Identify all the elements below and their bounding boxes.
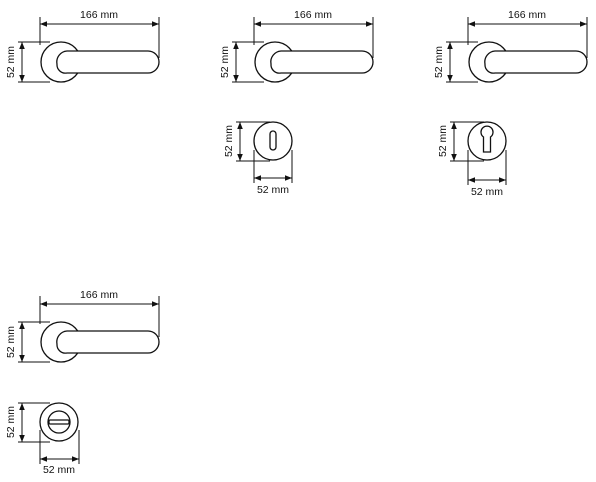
escutcheon-height-label: 52 mm <box>437 125 449 157</box>
escutcheon-height-label: 52 mm <box>5 406 17 438</box>
variant-2-handle: 166 mm 52 mm <box>219 9 374 83</box>
handle-width-label: 166 mm <box>80 289 118 301</box>
escutcheon-width-label: 52 mm <box>43 464 75 476</box>
variant-1-handle: 166 mm 52 mm <box>5 9 160 83</box>
variant-4-handle: 166 mm 52 mm <box>5 289 160 363</box>
rose-height-label: 52 mm <box>5 326 17 358</box>
handle-width-label: 166 mm <box>508 9 546 21</box>
handle-width-label: 166 mm <box>294 9 332 21</box>
variant-3-escutcheon: 52 mm 52 mm <box>437 121 507 198</box>
rose-height-label: 52 mm <box>433 46 445 78</box>
variant-4-escutcheon: 52 mm 52 mm <box>5 402 80 476</box>
handle-width-label: 166 mm <box>80 9 118 21</box>
variant-3-handle: 166 mm 52 mm <box>433 9 588 83</box>
escutcheon-height-label: 52 mm <box>223 125 235 157</box>
lever <box>270 50 374 74</box>
rose-height-label: 52 mm <box>219 46 231 78</box>
lever <box>484 50 588 74</box>
lever <box>56 50 160 74</box>
lever <box>56 330 160 354</box>
variant-2-escutcheon: 52 mm 52 mm <box>223 121 293 196</box>
rose-height-label: 52 mm <box>5 46 17 78</box>
keyhole-icon <box>269 130 277 151</box>
escutcheon-width-label: 52 mm <box>471 186 503 198</box>
escutcheon-width-label: 52 mm <box>257 184 289 196</box>
euro-cylinder-icon <box>480 125 494 153</box>
privacy-turn-icon <box>48 419 70 425</box>
